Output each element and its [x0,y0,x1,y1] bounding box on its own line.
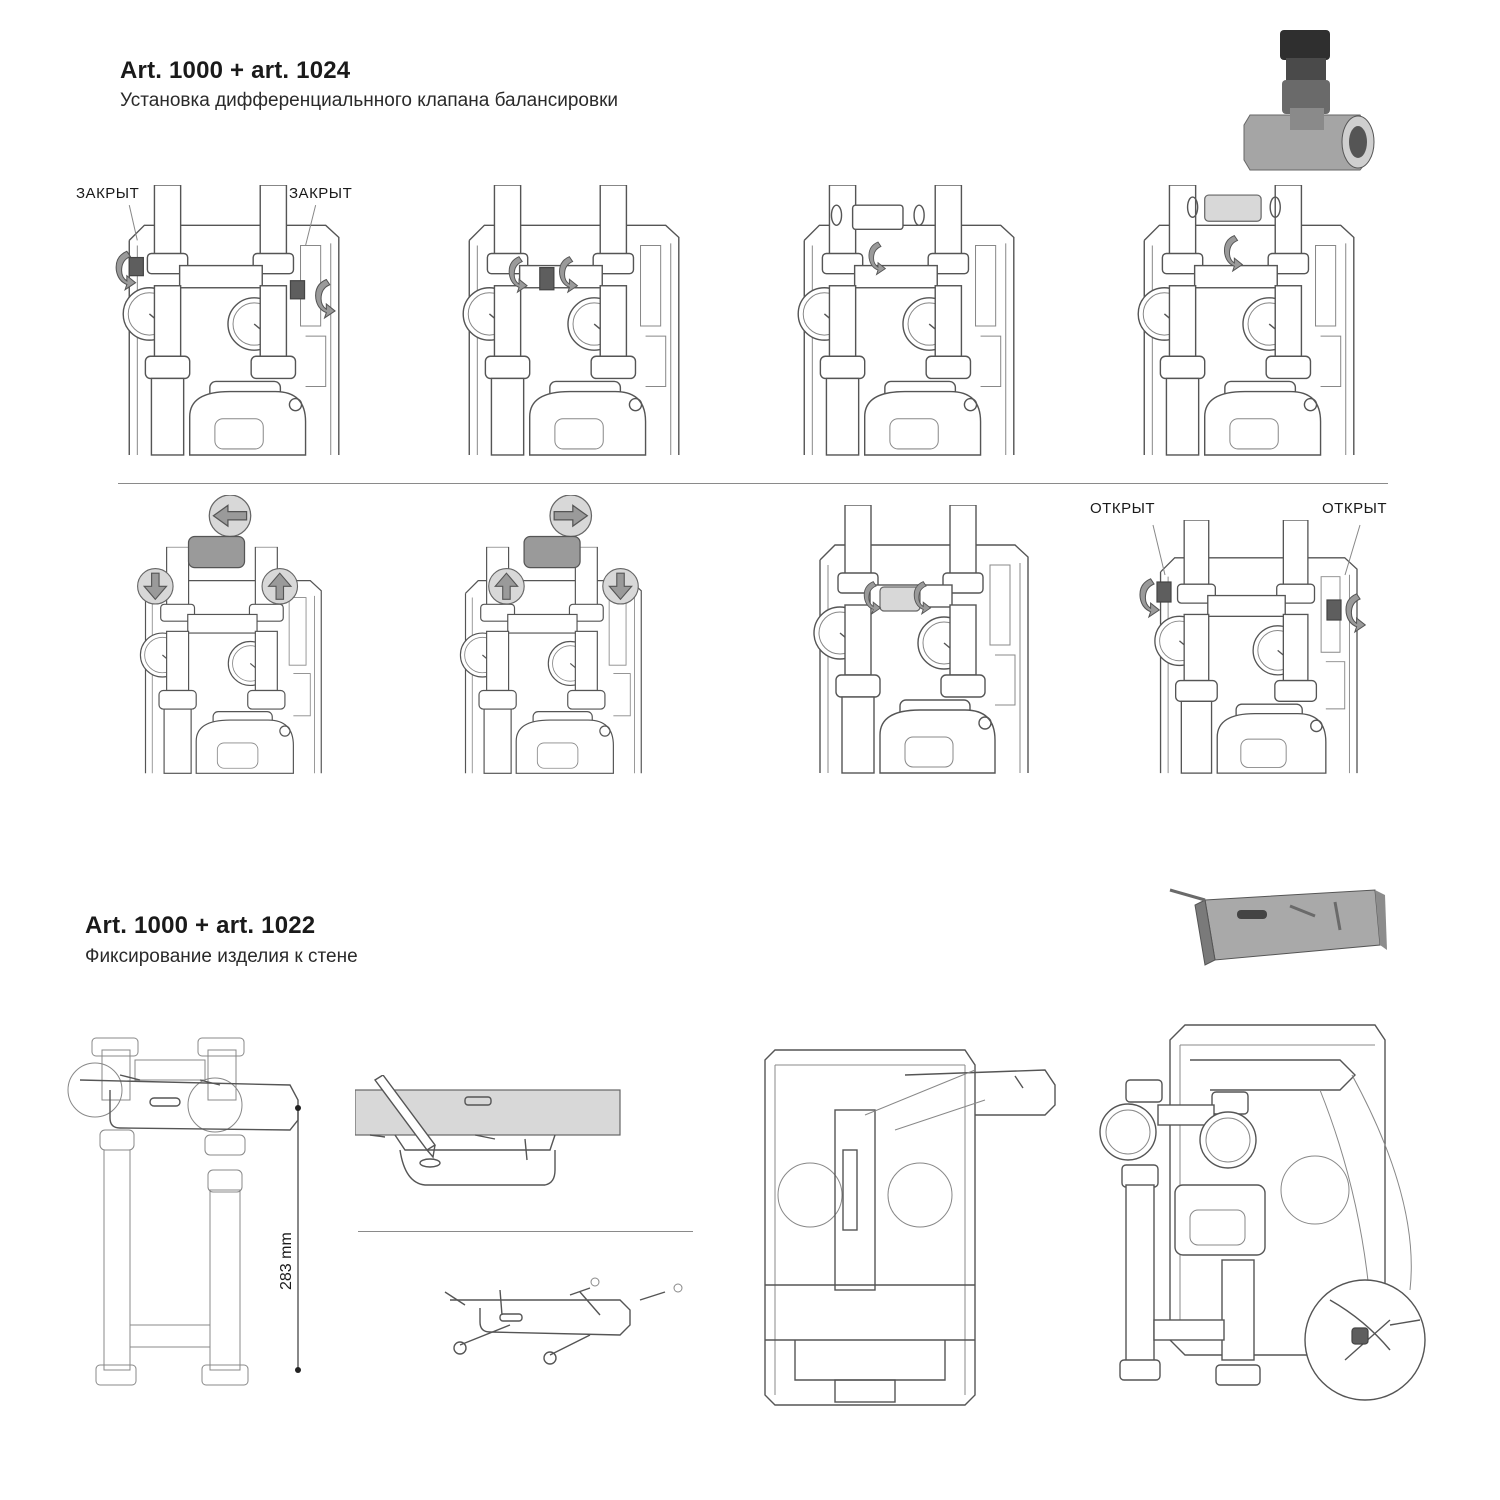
label-open-right: ОТКРЫТ [1322,500,1388,517]
dimension-label: 283 mm [278,1232,295,1290]
label-closed-left: ЗАКРЫТ [76,185,140,202]
bracket-mounted-unit [67,1037,301,1386]
final-assembled-unit [1099,1024,1426,1401]
label-closed-right: ЗАКРЫТ [289,185,353,202]
divider-row1 [118,483,1388,484]
bracket-screws-plugs [444,1277,683,1365]
step-4-insert-valve [1115,185,1375,457]
balancing-valve-photo [1243,30,1375,171]
wall-bracket-photo [1169,888,1387,966]
step-6-flow-direction-b [420,495,680,775]
label-open-left: ОТКРЫТ [1090,500,1156,517]
step-1-close-valves [115,185,360,457]
section2-subtitle: Фиксирование изделия к стене [85,946,358,967]
divider-bracket-steps [358,1231,693,1232]
back-plate-with-bracket [764,1049,1056,1406]
section1-title: Art. 1000 + art. 1024 [120,57,351,84]
section1-subtitle: Установка дифференциальнного клапана бал… [120,90,618,111]
step-3-remove-spacer [775,185,1035,457]
mark-holes-with-level [355,1075,621,1186]
step-2-unscrew [440,185,700,457]
section2-title: Art. 1000 + art. 1022 [85,912,316,939]
step-7-tighten [790,505,1050,775]
step-5-flow-direction-a [137,495,360,775]
step-8-open-valves [1139,520,1366,775]
